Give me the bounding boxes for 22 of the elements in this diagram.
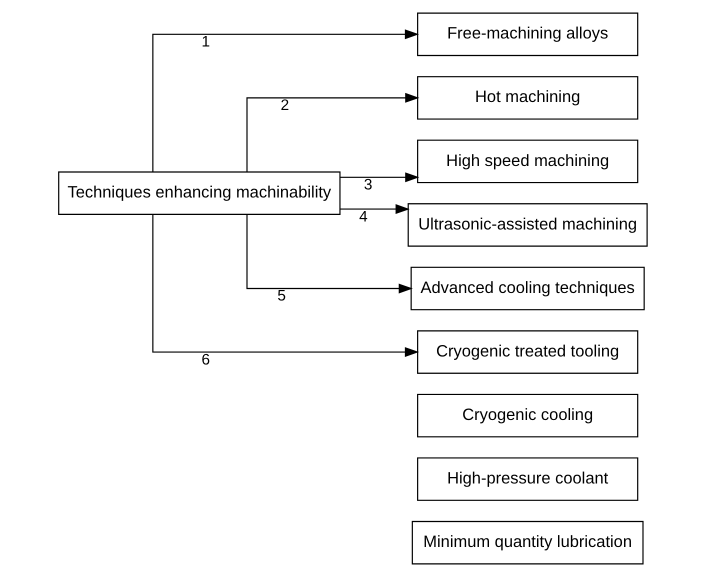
node-box: Cryogenic cooling xyxy=(417,394,638,438)
edge-label: 1 xyxy=(201,34,210,51)
arrow xyxy=(152,29,420,172)
node-box: Cryogenic treated tooling xyxy=(417,330,638,374)
arrow xyxy=(246,214,413,294)
node-box: Free-machining alloys xyxy=(417,12,638,56)
edge-label: 6 xyxy=(201,351,210,368)
node-box: High-pressure coolant xyxy=(417,457,638,501)
node-box: Advanced cooling techniques xyxy=(410,266,645,310)
arrow xyxy=(246,92,420,172)
arrow xyxy=(340,204,410,214)
edge-label: 3 xyxy=(364,176,372,194)
arrow xyxy=(152,214,420,357)
arrow xyxy=(340,172,420,182)
edge-label: 2 xyxy=(280,97,290,114)
edge-label: 4 xyxy=(359,208,368,226)
node-box: High speed machining xyxy=(417,140,638,184)
node-box: Ultrasonic-assisted machining xyxy=(408,203,648,247)
node-box: Techniques enhancing machinability xyxy=(58,171,341,215)
edge-label: 5 xyxy=(277,288,286,305)
node-box: Minimum quantity lubrication xyxy=(412,520,644,564)
node-box: Hot machining xyxy=(417,76,638,120)
